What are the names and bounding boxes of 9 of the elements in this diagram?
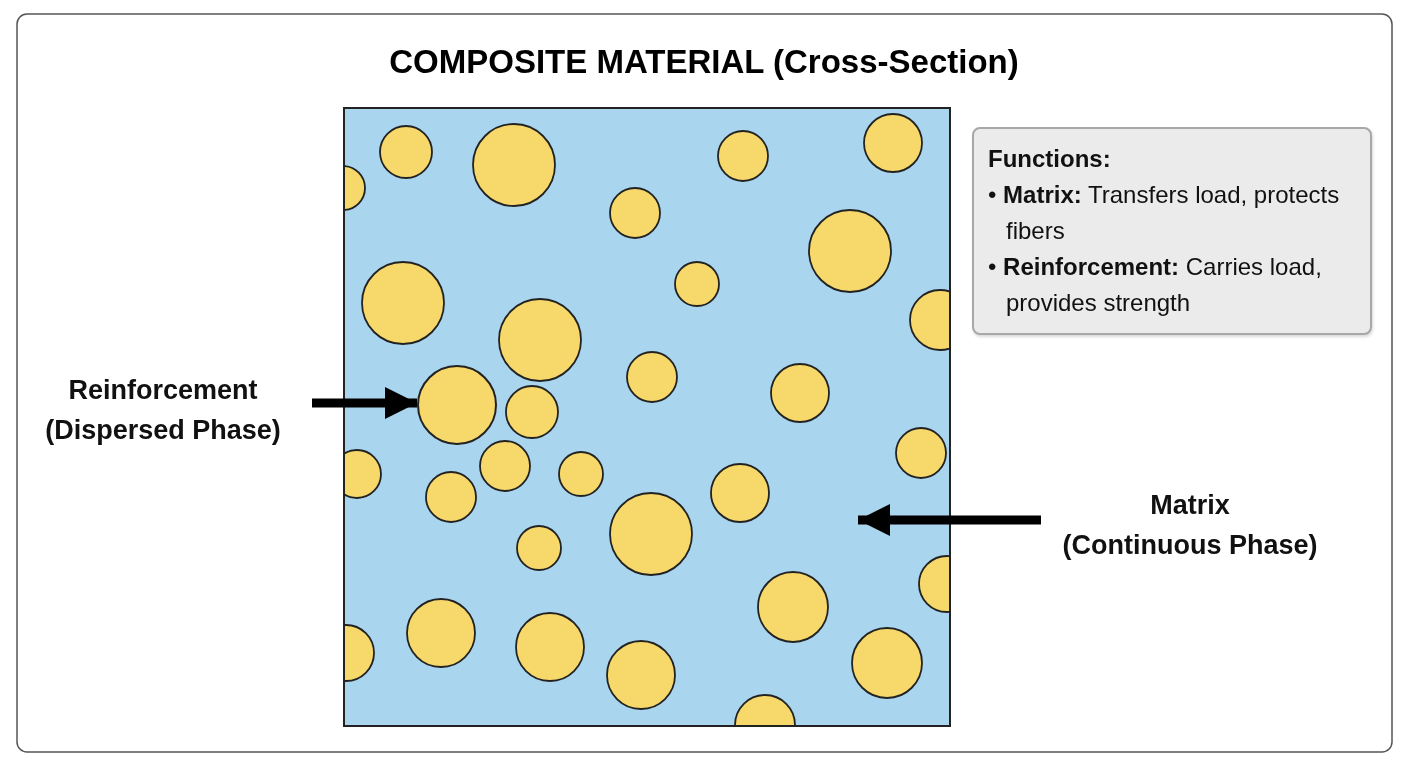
panel-heading: Functions: — [988, 144, 1112, 174]
bullet-text: • Reinforcement: Carries load, provides strength — [988, 252, 1323, 318]
callout-label: Matrix (Continuous Phase) — [1045, 485, 1335, 565]
arrow — [312, 386, 417, 420]
callout-label: Reinforcement (Dispersed Phase) — [18, 370, 308, 450]
bullet-text: • Matrix: Transfers load, protects fibers — [988, 180, 1341, 246]
info-panel — [972, 127, 1372, 335]
arrow — [858, 503, 1041, 537]
title: COMPOSITE MATERIAL (Cross-Section) — [389, 43, 1019, 80]
